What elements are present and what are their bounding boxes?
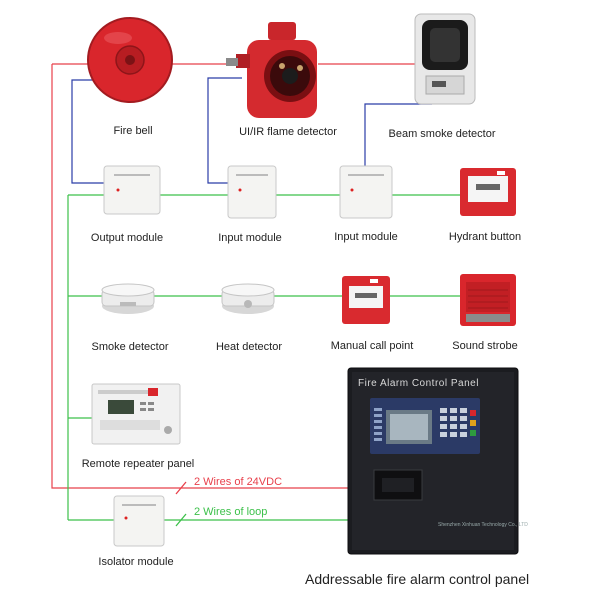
sound-strobe-label: Sound strobe (452, 340, 518, 352)
input-module-2-label: Input module (334, 231, 398, 243)
manual-call-point-device (342, 276, 390, 324)
beam-smoke-detector-device (414, 13, 476, 105)
heat-detector-device (221, 283, 275, 314)
remote-repeater-panel-device (91, 383, 181, 445)
loop-wires (67, 194, 460, 521)
input-module-2-device (339, 165, 393, 219)
beam-smoke-detector-label: Beam smoke detector (388, 128, 496, 140)
output-module-device (103, 165, 161, 215)
fire-bell-device (87, 17, 173, 103)
power-wire-marker (175, 481, 187, 495)
flame-detector-device (226, 22, 317, 118)
diagram-caption: Addressable fire alarm control panel (305, 571, 530, 587)
fire-alarm-control-panel-device (347, 367, 519, 555)
hydrant-button-device (460, 168, 516, 216)
loop-wire-label: 2 Wires of loop (194, 506, 268, 518)
sound-strobe-device (460, 274, 516, 326)
smoke-detector-device (101, 283, 155, 314)
flame-detector-label: UI/IR flame detector (239, 126, 337, 138)
loop-wire-marker (175, 513, 187, 527)
smoke-detector-label: Smoke detector (91, 341, 169, 353)
signal-wires (71, 77, 432, 184)
panel-title: Fire Alarm Control Panel (358, 378, 479, 389)
fire-bell-label: Fire bell (113, 125, 153, 137)
output-module-label: Output module (90, 232, 164, 244)
hydrant-button-label: Hydrant button (448, 231, 522, 243)
heat-detector-label: Heat detector (215, 341, 283, 353)
isolator-module-label: Isolator module (98, 556, 174, 568)
power-wire-label: 2 Wires of 24VDC (194, 476, 283, 488)
isolator-module-device (113, 495, 165, 547)
remote-repeater-panel-label: Remote repeater panel (81, 458, 195, 470)
panel-maker-text: Shenzhen Xinhuan Technology Co., LTD (438, 522, 528, 528)
input-module-1-device (227, 165, 277, 219)
manual-call-point-label: Manual call point (330, 340, 414, 352)
input-module-1-label: Input module (218, 232, 282, 244)
